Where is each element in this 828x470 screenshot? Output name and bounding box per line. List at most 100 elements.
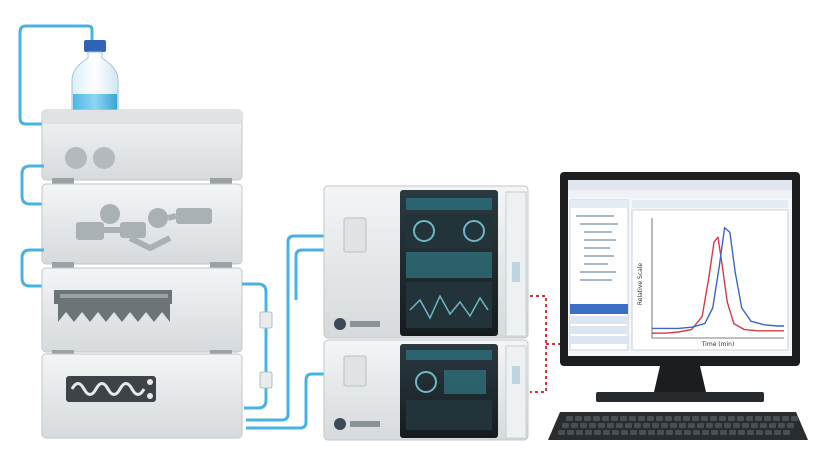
keyboard-key	[675, 430, 682, 435]
keyboard-key	[683, 416, 690, 421]
keyboard-key	[733, 423, 740, 428]
keyboard-key	[607, 423, 614, 428]
keyboard-key	[778, 423, 785, 428]
signal-line-upper	[530, 295, 547, 393]
keyboard-key	[634, 423, 641, 428]
keyboard-key	[751, 423, 758, 428]
keyboard-key	[625, 423, 632, 428]
controller-unit	[323, 185, 529, 441]
keyboard-key	[652, 423, 659, 428]
controller-lower-screen	[406, 350, 492, 430]
keyboard-key	[621, 430, 628, 435]
keyboard-key	[742, 423, 749, 428]
keyboard-key	[737, 416, 744, 421]
column-tube	[242, 282, 268, 410]
keyboard-key	[647, 416, 654, 421]
detector-module	[41, 353, 243, 439]
column-heater-module	[41, 267, 243, 356]
keyboard-key	[598, 423, 605, 428]
keyboard-key	[679, 423, 686, 428]
keyboard-key	[710, 416, 717, 421]
pump-module	[41, 109, 243, 184]
keyboard-key	[656, 416, 663, 421]
keyboard-key	[747, 430, 754, 435]
keyboard-key	[567, 430, 574, 435]
keyboard-key	[720, 430, 727, 435]
keyboard-key	[729, 430, 736, 435]
keyboard-key	[769, 423, 776, 428]
keyboard-key	[562, 423, 569, 428]
x-axis-label: Time (min)	[701, 341, 735, 348]
keyboard-key	[594, 430, 601, 435]
keyboard-key	[724, 423, 731, 428]
keyboard-key	[589, 423, 596, 428]
valve-icon	[76, 204, 212, 252]
keyboard-key	[764, 416, 771, 421]
keyboard-key	[746, 416, 753, 421]
keyboard-key	[612, 430, 619, 435]
keyboard-key	[616, 423, 623, 428]
loop-tube-2	[20, 248, 44, 288]
keyboard-key	[701, 416, 708, 421]
loop-tube-1	[20, 164, 44, 206]
keyboard-key	[706, 423, 713, 428]
chromatogram-plot	[651, 218, 784, 339]
column-fitting-icon	[259, 311, 273, 329]
chart-axes	[651, 218, 784, 339]
valve-module	[41, 183, 243, 268]
brand-logo-icon	[334, 318, 346, 330]
keyboard-key	[765, 430, 772, 435]
monitor-stand	[596, 366, 764, 402]
keyboard-key	[648, 430, 655, 435]
keyboard-key	[575, 416, 582, 421]
wave-detector-icon	[66, 376, 156, 402]
keyboard-key	[593, 416, 600, 421]
keyboard-key	[611, 416, 618, 421]
keyboard-key	[666, 430, 673, 435]
keyboard-key	[643, 423, 650, 428]
controller-screen	[406, 198, 492, 328]
keyboard-key	[756, 430, 763, 435]
software-tree-pane	[569, 199, 629, 351]
keyboard-key	[688, 423, 695, 428]
keyboard-key	[603, 430, 610, 435]
keyboard-key	[665, 416, 672, 421]
keyboard-key	[585, 430, 592, 435]
keyboard-key	[774, 430, 781, 435]
computer-monitor-icon: Relative Scale Time (min)	[560, 172, 800, 366]
keyboard-key	[571, 423, 578, 428]
keyboard-key	[629, 416, 636, 421]
y-axis-label: Relative Scale	[637, 263, 644, 306]
keyboard-key	[715, 423, 722, 428]
column-fitting-icon	[259, 371, 273, 389]
keyboard-key	[791, 416, 798, 421]
keyboard-key	[576, 430, 583, 435]
keyboard-key	[760, 423, 767, 428]
keyboard-key	[728, 416, 735, 421]
transfer-tube-3	[294, 248, 352, 300]
keyboard-key	[783, 430, 790, 435]
transfer-tube-2	[246, 372, 352, 430]
controller-lower-module	[323, 339, 529, 441]
keyboard-key	[755, 416, 762, 421]
keyboard-key	[639, 430, 646, 435]
chart-series-line-1	[652, 236, 784, 334]
keyboard-key	[697, 423, 704, 428]
keyboard-key	[719, 416, 726, 421]
left-instrument-stack	[18, 24, 273, 439]
keyboard-key	[711, 430, 718, 435]
keyboard-key	[773, 416, 780, 421]
controller-upper-module	[323, 185, 529, 339]
keyboard-key	[584, 416, 591, 421]
keyboard-key	[702, 430, 709, 435]
keyboard-key	[692, 416, 699, 421]
keyboard-key	[566, 416, 573, 421]
transfer-tube-1	[246, 234, 352, 422]
keyboard-key	[661, 423, 668, 428]
keyboard-key	[787, 423, 794, 428]
keyboard-key	[638, 416, 645, 421]
keyboard-key	[657, 430, 664, 435]
keyboard-icon	[548, 412, 808, 440]
keyboard-key	[693, 430, 700, 435]
